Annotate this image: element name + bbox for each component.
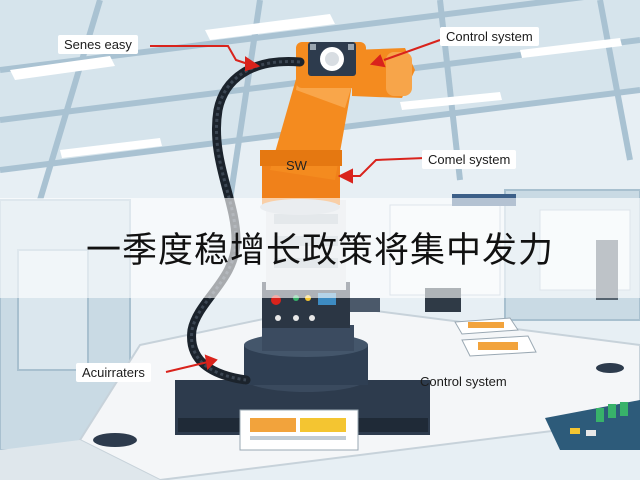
callout-arrows bbox=[150, 39, 441, 373]
arm-label-sw: SW bbox=[286, 158, 307, 173]
sensor-head bbox=[308, 42, 356, 76]
bench-clipboard bbox=[239, 409, 359, 451]
circuit-board bbox=[545, 400, 640, 450]
headline-banner bbox=[0, 198, 640, 298]
headline-text: 一季度稳增长政策将集中发力 bbox=[85, 231, 554, 271]
callout-control-system-bottom: Control system bbox=[420, 374, 507, 389]
callout-comel-system: Comel system bbox=[422, 150, 517, 169]
callout-control-system-top: Control system bbox=[440, 27, 539, 46]
ceiling-lights bbox=[10, 14, 622, 158]
callout-actuators: Acuirraters bbox=[76, 363, 151, 382]
component-trays bbox=[454, 317, 537, 357]
callout-senses: Senes easy bbox=[58, 35, 138, 54]
